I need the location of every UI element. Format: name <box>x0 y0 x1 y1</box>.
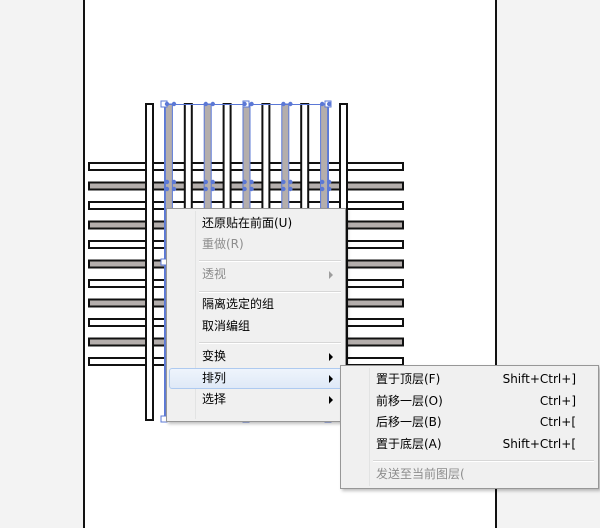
anchor-point <box>203 101 208 107</box>
anchor-point <box>288 186 293 192</box>
anchor-point <box>210 179 215 185</box>
menu-item-send-to-current-layer[interactable]: 发送至当前图层( <box>343 464 596 485</box>
menu-separator <box>373 460 594 462</box>
shortcut: Ctrl+] <box>539 394 576 408</box>
menu-separator <box>199 260 341 262</box>
anchor-point <box>171 186 177 192</box>
menu-item-perspective[interactable]: 透视 <box>169 264 343 285</box>
anchor-point <box>203 179 208 185</box>
menu-item-label: 隔离选定的组 <box>202 297 275 311</box>
anchor-point <box>281 186 286 192</box>
anchor-point <box>288 179 293 185</box>
menu-item-undo-paste-in-front[interactable]: 还原贴在前面(U) <box>169 213 343 234</box>
anchor-point <box>171 101 177 107</box>
vertical-strip <box>145 103 154 421</box>
menu-item-label: 重做(R) <box>202 237 244 251</box>
anchor-point <box>327 101 332 107</box>
menu-item-bring-to-front[interactable]: 置于顶层(F) Shift+Ctrl+] <box>343 369 596 390</box>
anchor-point <box>171 179 177 185</box>
anchor-point <box>327 186 332 192</box>
anchor-point <box>281 101 286 107</box>
menu-item-send-backward[interactable]: 后移一层(B) Ctrl+[ <box>343 412 596 433</box>
anchor-point <box>203 186 208 192</box>
anchor-point <box>320 101 325 107</box>
menu-item-send-to-back[interactable]: 置于底层(A) Shift+Ctrl+[ <box>343 434 596 455</box>
menu-item-redo[interactable]: 重做(R) <box>169 234 343 255</box>
menu-item-isolate-group[interactable]: 隔离选定的组 <box>169 294 343 315</box>
menu-separator <box>199 291 341 293</box>
arrange-submenu: 置于顶层(F) Shift+Ctrl+] 前移一层(O) Ctrl+] 后移一层(B… <box>340 365 599 489</box>
submenu-arrow-icon <box>329 396 333 404</box>
menu-item-transform[interactable]: 变换 <box>169 346 343 367</box>
menu-item-label: 取消编组 <box>202 319 251 333</box>
shortcut: Ctrl+[ <box>539 415 576 429</box>
menu-item-bring-forward[interactable]: 前移一层(O) Ctrl+] <box>343 391 596 412</box>
submenu-arrow-icon <box>329 271 333 279</box>
menu-item-label: 发送至当前图层( <box>376 467 465 481</box>
menu-item-arrange[interactable]: 排列 <box>169 368 343 389</box>
menu-item-label: 后移一层(B) <box>376 415 442 429</box>
anchor-point <box>164 186 170 192</box>
anchor-point <box>210 186 215 192</box>
menu-item-select[interactable]: 选择 <box>169 389 343 410</box>
menu-item-label: 还原贴在前面(U) <box>202 216 293 230</box>
menu-item-label: 变换 <box>202 349 227 363</box>
menu-gutter <box>369 368 370 486</box>
shortcut: Shift+Ctrl+[ <box>502 437 576 451</box>
anchor-point <box>249 179 254 185</box>
anchor-point <box>242 179 247 185</box>
menu-item-label: 置于底层(A) <box>376 437 442 451</box>
menu-item-label: 置于顶层(F) <box>376 372 441 386</box>
menu-item-label: 排列 <box>202 371 227 385</box>
anchor-point <box>320 179 325 185</box>
submenu-arrow-icon <box>329 353 333 361</box>
menu-item-label: 透视 <box>202 267 227 281</box>
anchor-point <box>210 101 215 107</box>
menu-item-label: 选择 <box>202 392 227 406</box>
menu-item-label: 前移一层(O) <box>376 394 443 408</box>
anchor-point <box>249 186 254 192</box>
menu-item-ungroup[interactable]: 取消编组 <box>169 316 343 337</box>
context-menu: 还原贴在前面(U) 重做(R) 透视 隔离选定的组 取消编组 变换 排列 选择 <box>166 208 346 422</box>
anchor-point <box>249 101 254 107</box>
menu-gutter <box>195 211 196 419</box>
anchor-point <box>288 101 293 107</box>
anchor-point <box>242 101 247 107</box>
anchor-point <box>281 179 286 185</box>
anchor-point <box>320 186 325 192</box>
anchor-point <box>242 186 247 192</box>
anchor-point <box>164 179 170 185</box>
anchor-point <box>327 179 332 185</box>
submenu-arrow-icon <box>329 375 333 383</box>
menu-separator <box>199 342 341 344</box>
shortcut: Shift+Ctrl+] <box>502 372 576 386</box>
anchor-point <box>164 101 170 107</box>
